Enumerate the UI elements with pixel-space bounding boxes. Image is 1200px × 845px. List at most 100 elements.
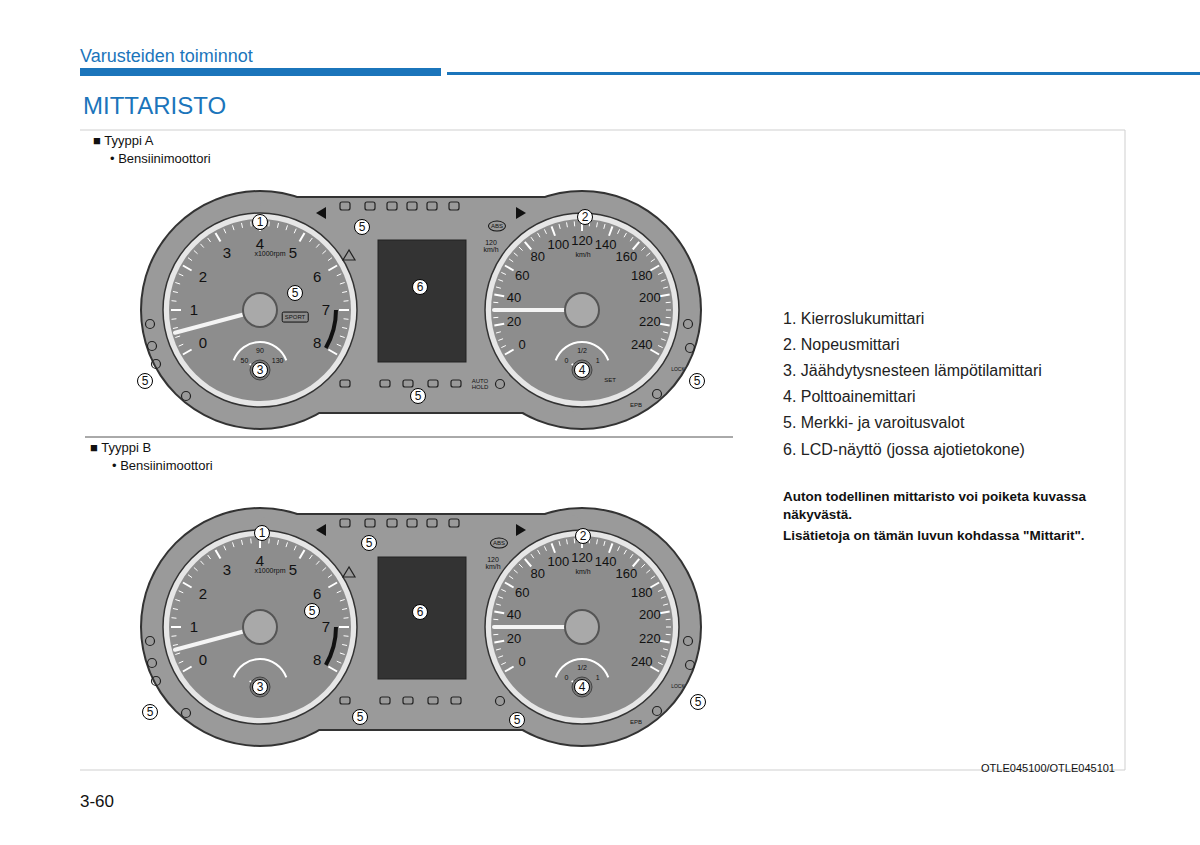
temp-number: 130 bbox=[272, 357, 284, 365]
header-rule bbox=[447, 72, 1200, 75]
note-text: Auton todellinen mittaristo voi poiketa … bbox=[783, 488, 1118, 524]
instrument-cluster bbox=[142, 509, 700, 745]
legend-item: 4. Polttoainemittari bbox=[783, 388, 916, 406]
speed-number: 240 bbox=[631, 654, 653, 669]
fuel-number: 1/2 bbox=[577, 664, 587, 672]
legend-item: 5. Merkki- ja varoitusvalot bbox=[783, 414, 964, 432]
abs-icon: ABS bbox=[488, 221, 506, 232]
speed-number: 120 bbox=[571, 551, 593, 566]
callout-number: 3 bbox=[252, 679, 268, 695]
engine-note: • Bensiinimoottori bbox=[110, 152, 211, 167]
type-heading: ■ Tyyppi A bbox=[93, 134, 153, 149]
rpm-number: 2 bbox=[199, 268, 207, 285]
lock-label: LOCK bbox=[671, 367, 685, 373]
speed-limit-icon: 120 km/h bbox=[481, 239, 501, 253]
callout-number: 5 bbox=[689, 373, 705, 389]
rpm-number: 7 bbox=[322, 301, 330, 318]
callout-number: 1 bbox=[252, 214, 268, 230]
rpm-number: 8 bbox=[313, 651, 321, 668]
speed-number: 140 bbox=[595, 238, 617, 253]
instrument-cluster bbox=[142, 192, 700, 428]
speed-number: 60 bbox=[515, 585, 529, 600]
speed-number: 80 bbox=[530, 250, 544, 265]
speed-number: 220 bbox=[639, 315, 661, 330]
page-title: MITTARISTO bbox=[83, 93, 226, 119]
rpm-number: 6 bbox=[313, 268, 321, 285]
fuel-number: 0 bbox=[564, 674, 568, 682]
callout-number: 5 bbox=[690, 694, 706, 710]
speed-number: 240 bbox=[631, 337, 653, 352]
speed-number: 180 bbox=[631, 268, 653, 283]
speed-number: 60 bbox=[515, 268, 529, 283]
note-text: Lisätietoja on tämän luvun kohdassa "Mit… bbox=[783, 527, 1118, 545]
speed-limit-icon: 120 km/h bbox=[483, 556, 503, 570]
rpm-number: 5 bbox=[289, 244, 297, 261]
speed-number: 0 bbox=[519, 654, 526, 669]
callout-number: 5 bbox=[509, 712, 525, 728]
epb-label: EPB bbox=[630, 402, 642, 409]
rpm-number: 3 bbox=[223, 244, 231, 261]
set-label: SET bbox=[604, 377, 616, 384]
rpm-number: 6 bbox=[313, 585, 321, 602]
speed-number: 220 bbox=[639, 632, 661, 647]
speed-number: 100 bbox=[548, 555, 570, 570]
speed-number: 160 bbox=[615, 250, 637, 265]
rpm-number: 5 bbox=[289, 561, 297, 578]
callout-number: 5 bbox=[304, 603, 320, 619]
auto-hold-icon: AUTO HOLD bbox=[469, 378, 491, 390]
unit-label: km/h bbox=[575, 568, 590, 576]
figure-frame bbox=[80, 130, 1125, 770]
rpm-number: 2 bbox=[199, 585, 207, 602]
speed-number: 40 bbox=[507, 291, 521, 306]
callout-number: 4 bbox=[574, 679, 590, 695]
lock-label: LOCK bbox=[671, 684, 685, 690]
callout-number: 4 bbox=[574, 362, 590, 378]
epb-label: EPB bbox=[630, 719, 642, 726]
speed-number: 20 bbox=[507, 315, 521, 330]
callout-number: 5 bbox=[352, 709, 368, 725]
speed-number: 120 bbox=[571, 234, 593, 249]
fuel-number: 1/2 bbox=[577, 347, 587, 355]
speed-number: 80 bbox=[530, 567, 544, 582]
callout-number: 3 bbox=[252, 362, 268, 378]
section-header: Varusteiden toiminnot bbox=[80, 46, 253, 67]
legend-item: 3. Jäähdytysnesteen lämpötilamittari bbox=[783, 362, 1042, 380]
sport-indicator: SPORT bbox=[282, 312, 309, 323]
callout-number: 2 bbox=[577, 209, 593, 225]
callout-number: 5 bbox=[142, 704, 158, 720]
separator bbox=[85, 437, 733, 438]
callout-number: 6 bbox=[412, 604, 428, 620]
speed-number: 40 bbox=[507, 608, 521, 623]
fuel-number: 1 bbox=[596, 357, 600, 365]
speed-number: 100 bbox=[548, 238, 570, 253]
rpm-number: 1 bbox=[190, 618, 198, 635]
speed-number: 180 bbox=[631, 585, 653, 600]
callout-number: 5 bbox=[287, 285, 303, 301]
speed-number: 140 bbox=[595, 555, 617, 570]
header-bar bbox=[80, 68, 441, 76]
unit-label: x1000rpm bbox=[254, 567, 285, 575]
engine-note: • Bensiinimoottori bbox=[112, 459, 213, 474]
rpm-number: 7 bbox=[322, 618, 330, 635]
rpm-number: 3 bbox=[223, 561, 231, 578]
rpm-number: 0 bbox=[199, 651, 207, 668]
temp-number: 90 bbox=[256, 347, 264, 355]
fuel-number: 0 bbox=[564, 357, 568, 365]
callout-number: 5 bbox=[410, 388, 426, 404]
abs-icon: ABS bbox=[490, 538, 508, 549]
legend-item: 6. LCD-näyttö (jossa ajotietokone) bbox=[783, 441, 1025, 459]
rpm-number: 8 bbox=[313, 334, 321, 351]
speed-number: 160 bbox=[615, 567, 637, 582]
callout-number: 5 bbox=[137, 373, 153, 389]
legend-item: 2. Nopeusmittari bbox=[783, 336, 900, 354]
speed-number: 20 bbox=[507, 632, 521, 647]
type-heading: ■ Tyyppi B bbox=[90, 441, 151, 456]
speed-number: 200 bbox=[639, 608, 661, 623]
figure-code: OTLE045100/OTLE045101 bbox=[981, 762, 1115, 775]
speed-number: 0 bbox=[519, 337, 526, 352]
speed-number: 200 bbox=[639, 291, 661, 306]
callout-number: 1 bbox=[254, 525, 270, 541]
callout-number: 2 bbox=[575, 528, 591, 544]
unit-label: x1000rpm bbox=[254, 250, 285, 258]
